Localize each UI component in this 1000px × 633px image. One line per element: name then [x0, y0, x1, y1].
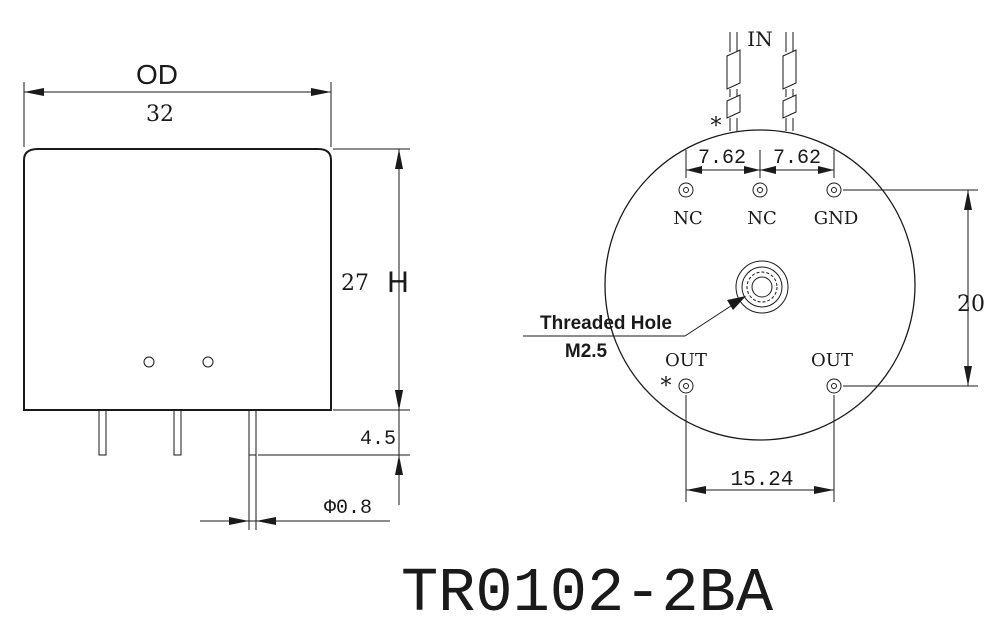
pitch-left-value: 7.62 — [698, 147, 746, 170]
in-star-mark: * — [711, 114, 722, 139]
threaded-hole — [735, 260, 789, 314]
side-pin-2 — [173, 409, 182, 456]
row-spacing-arrow-top — [964, 190, 972, 210]
side-view: OD 32 27 H 4.5 Φ0.8 — [23, 59, 410, 530]
side-pin-3 — [248, 409, 257, 456]
transformer-body-outline — [23, 148, 332, 411]
row-spacing-value: 20 — [957, 292, 985, 317]
od-arrow-left — [24, 88, 44, 96]
pin-out-left — [678, 378, 694, 394]
pin-nc-2 — [752, 182, 768, 198]
pin-out-right — [826, 378, 842, 394]
pitch-arrow-3 — [760, 166, 776, 174]
pin-diameter-arrow-left — [229, 517, 249, 525]
h-label: H — [387, 266, 409, 299]
out-star-mark: * — [661, 374, 672, 399]
body-mark-left — [143, 356, 155, 368]
pin-gnd — [826, 182, 842, 198]
pin-diameter-value: Φ0.8 — [324, 497, 372, 520]
h-value: 27 — [341, 271, 369, 296]
pin-diameter-arrow-right — [256, 517, 276, 525]
od-label: OD — [136, 59, 178, 90]
bottom-view: IN * 7.62 7.62 NC NC GND T — [523, 27, 985, 502]
pin-length-arrow-top — [395, 390, 403, 410]
pin-length-arrow-bottom — [395, 455, 403, 475]
od-value: 32 — [146, 102, 174, 127]
pitch-arrow-1 — [686, 166, 702, 174]
pitch-right-value: 7.62 — [773, 147, 821, 170]
pin-out-left-label: OUT — [665, 350, 707, 371]
out-spacing-arrow-right — [814, 486, 834, 494]
side-pin-1 — [98, 409, 107, 456]
pin-nc-1 — [678, 182, 694, 198]
transformer-base-circle — [604, 129, 916, 441]
h-arrow-top — [395, 149, 403, 169]
threaded-hole-size: M2.5 — [565, 341, 608, 362]
pitch-arrow-2 — [744, 166, 760, 174]
pin-nc-2-label: NC — [747, 208, 777, 229]
od-arrow-right — [311, 88, 331, 96]
pitch-arrow-4 — [818, 166, 834, 174]
body-mark-right — [202, 356, 214, 368]
pin-nc-1-label: NC — [673, 208, 703, 229]
input-leads — [726, 32, 797, 131]
pin-out-right-label: OUT — [811, 350, 853, 371]
pin-length-value: 4.5 — [360, 428, 396, 451]
out-spacing-value: 15.24 — [730, 469, 793, 492]
threaded-hole-label: Threaded Hole — [540, 313, 672, 334]
model-name: TR0102-2BA — [401, 558, 774, 629]
threaded-hole-leader-arrow — [727, 296, 746, 310]
row-spacing-arrow-bottom — [964, 366, 972, 386]
out-spacing-arrow-left — [686, 486, 706, 494]
in-label: IN — [747, 27, 772, 51]
pin-gnd-label: GND — [814, 208, 859, 229]
